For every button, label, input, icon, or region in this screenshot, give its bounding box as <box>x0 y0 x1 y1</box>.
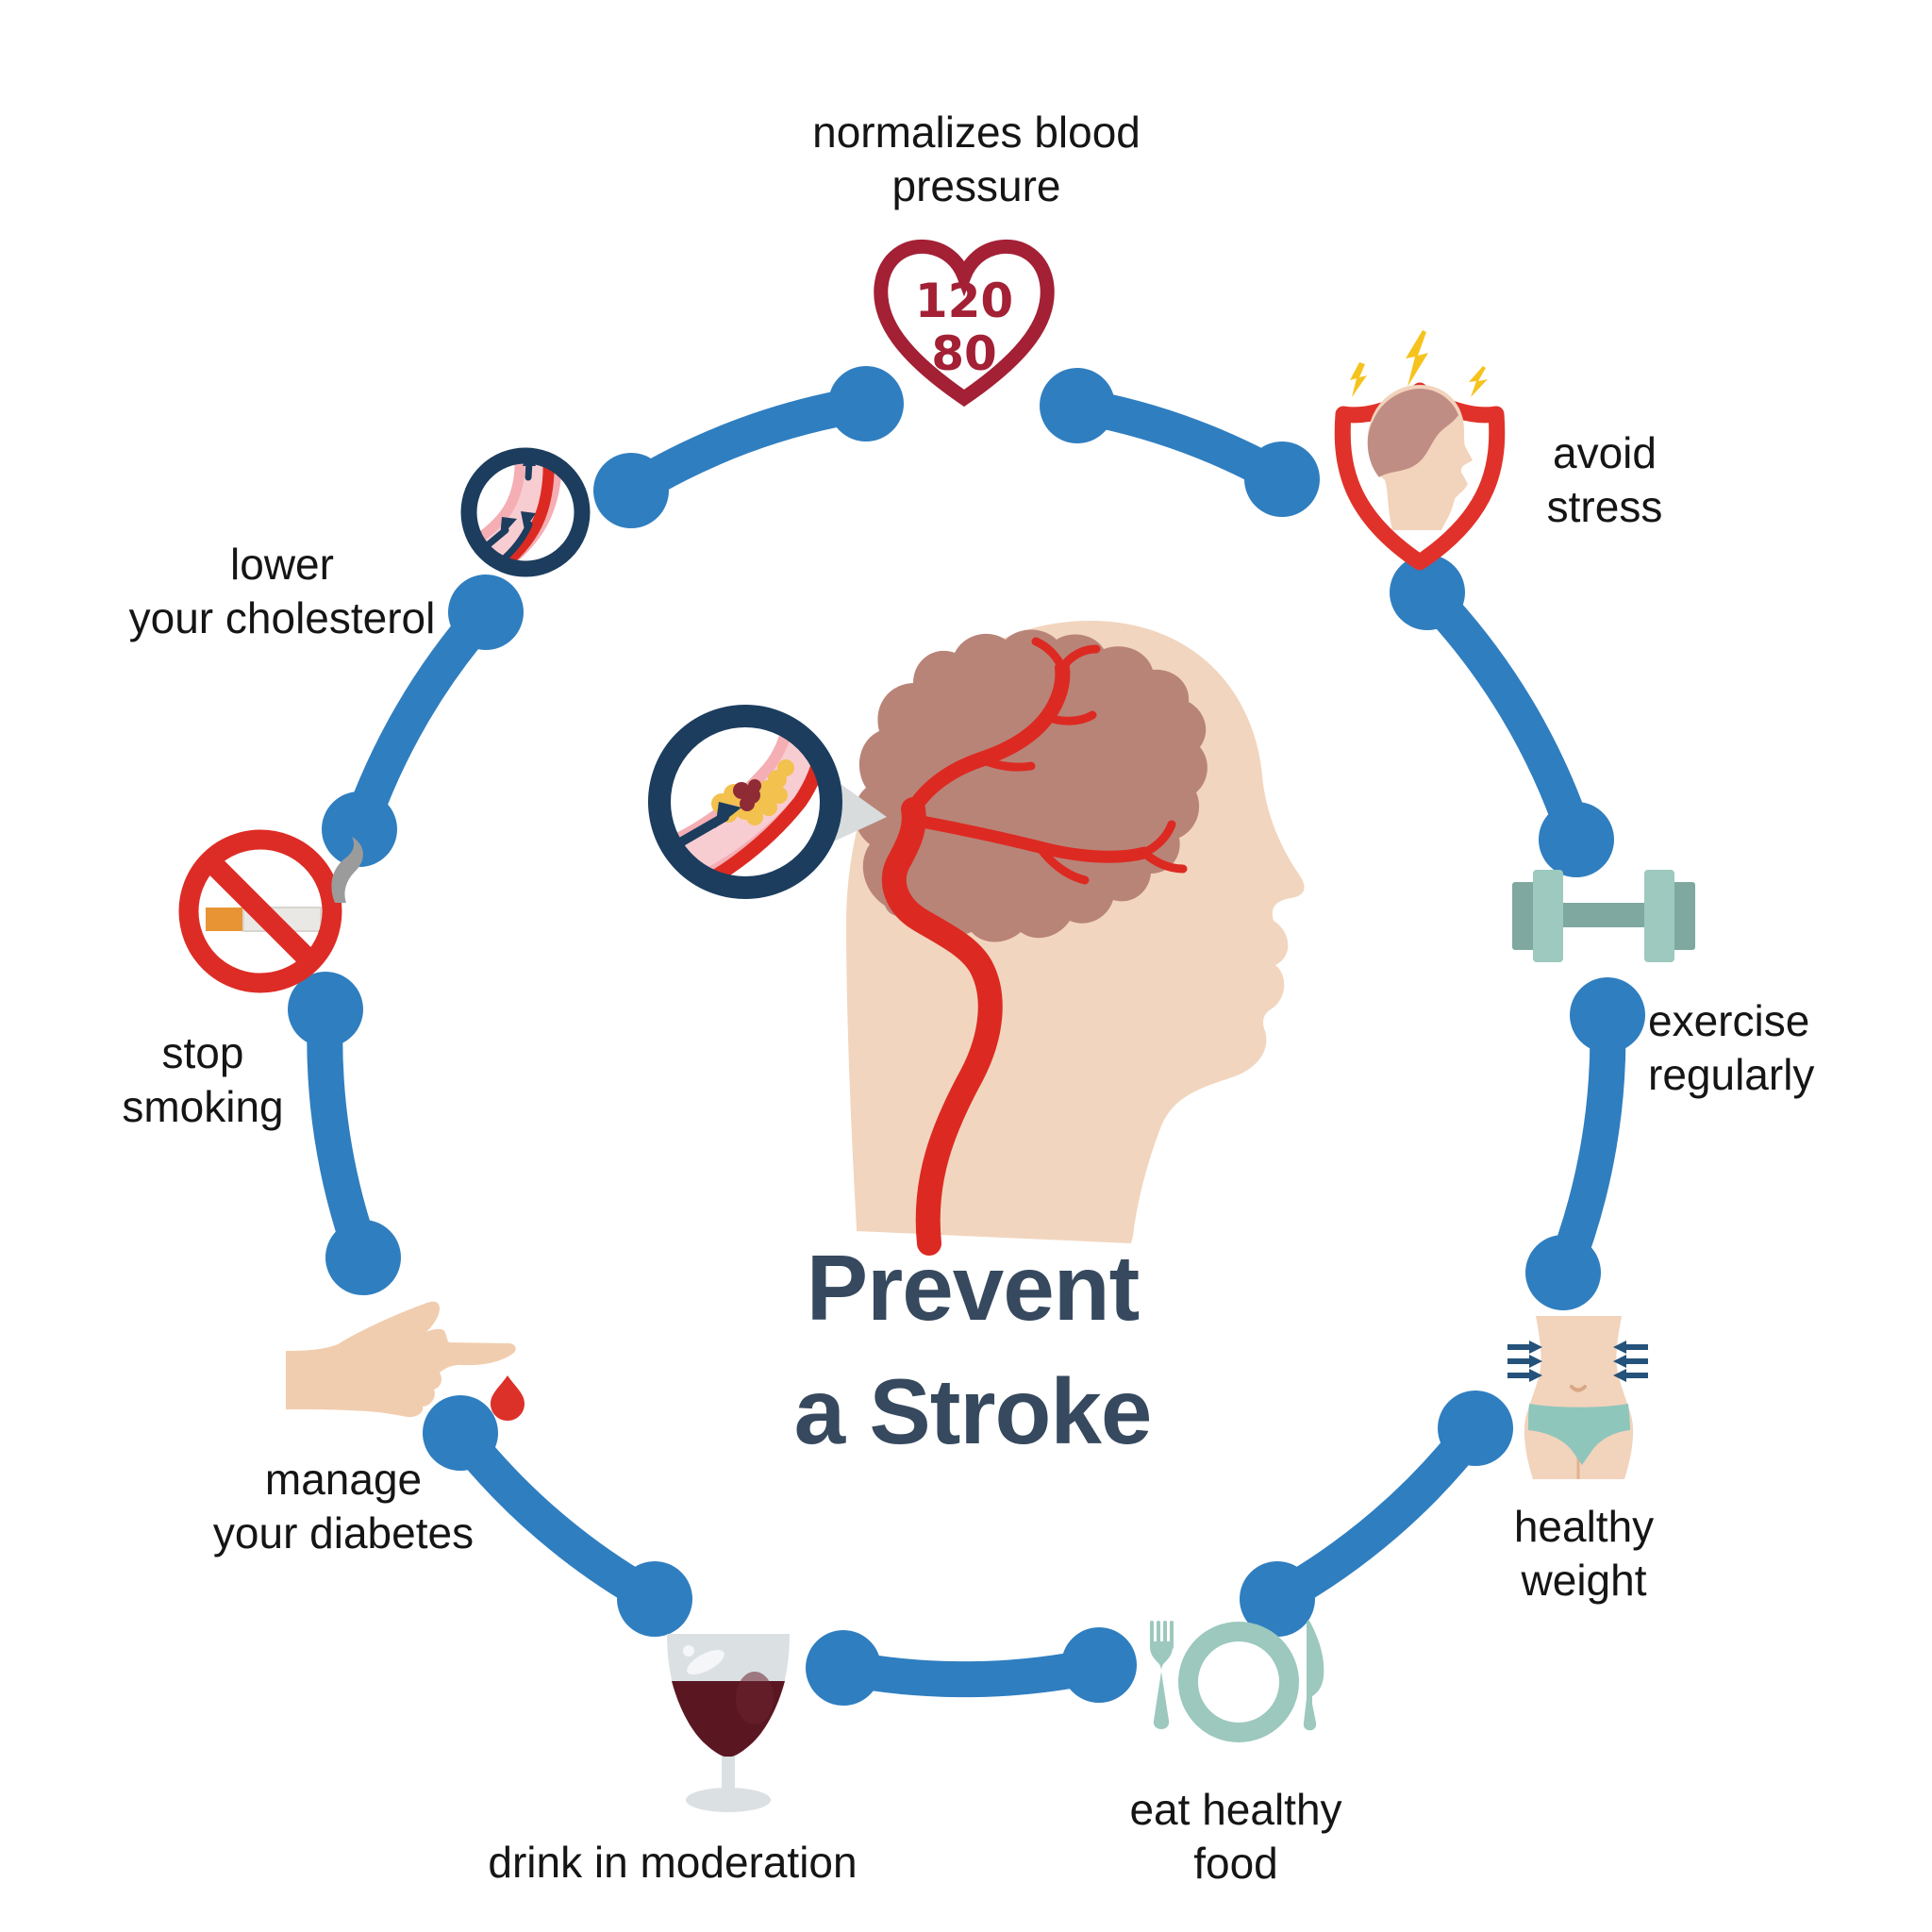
label-stop-smoking: stop smoking <box>122 1028 284 1131</box>
glass-shine <box>687 1649 724 1675</box>
title-line-2: a Stroke <box>793 1359 1153 1463</box>
label-eat-healthy: eat healthy food <box>1129 1785 1342 1888</box>
belly-button <box>1570 1385 1587 1392</box>
diastolic-value: 80 <box>931 326 997 381</box>
main-title: Prevent a Stroke <box>793 1226 1153 1474</box>
pointing-hand <box>286 1301 516 1418</box>
systolic-value: 120 <box>915 274 1013 328</box>
prohibition-ring <box>178 829 342 993</box>
cerebral-artery <box>881 637 1188 1256</box>
blood-clot <box>733 779 761 811</box>
plate-cutlery-icon <box>1150 1620 1324 1742</box>
brain-in-shield <box>1367 389 1458 477</box>
blood-drop <box>491 1375 525 1421</box>
lightning-bolt-icon <box>1350 330 1488 397</box>
label-avoid-stress: avoid stress <box>1546 428 1663 531</box>
arc-end-dots <box>288 366 1645 1706</box>
panties <box>1528 1404 1630 1465</box>
label-manage-diabetes: manage your diabetes <box>212 1455 475 1557</box>
inward-arrow-icon <box>1507 1341 1648 1382</box>
hand-blood-drop-icon <box>286 1301 525 1421</box>
no-smoking-icon <box>178 829 363 993</box>
brain <box>854 629 1208 942</box>
flow-arrow-icon <box>715 802 741 828</box>
label-healthy-weight: healthy weight <box>1513 1502 1655 1605</box>
circle-arc-segment <box>1259 1410 1493 1617</box>
heart-blood-pressure-icon: 120 80 <box>874 239 1055 408</box>
wine-glass-icon <box>667 1634 790 1812</box>
circle-arc-segment <box>1409 575 1594 858</box>
magnifier-ring <box>648 705 842 899</box>
slim-waist-icon <box>1507 1316 1648 1479</box>
cigarette-filter <box>206 908 243 931</box>
knife-icon <box>1303 1620 1324 1731</box>
prohibition-slash <box>204 855 317 968</box>
circle-arc-segment <box>442 1415 673 1617</box>
label-blood-pressure: normalizes blood pressure <box>812 108 1141 210</box>
title-line-1: Prevent <box>806 1236 1141 1340</box>
fork-icon <box>1150 1621 1174 1729</box>
dumbbell-icon <box>1512 870 1695 962</box>
stress-shield-icon <box>1334 330 1506 571</box>
clean-artery-icon <box>460 447 591 577</box>
label-exercise: exercise regularly <box>1648 996 1815 1099</box>
label-drink-moderation: drink in moderation <box>488 1838 858 1887</box>
torso <box>1524 1316 1634 1479</box>
smoke-wisp <box>331 837 363 903</box>
circle-arc-segment <box>825 1647 1117 1698</box>
label-lower-cholesterol: lower your cholesterol <box>128 540 436 642</box>
artery-magnifier <box>648 705 887 899</box>
head-illustration <box>846 621 1305 1256</box>
artery-ring <box>460 447 591 577</box>
circle-arc-segment <box>1545 997 1626 1291</box>
